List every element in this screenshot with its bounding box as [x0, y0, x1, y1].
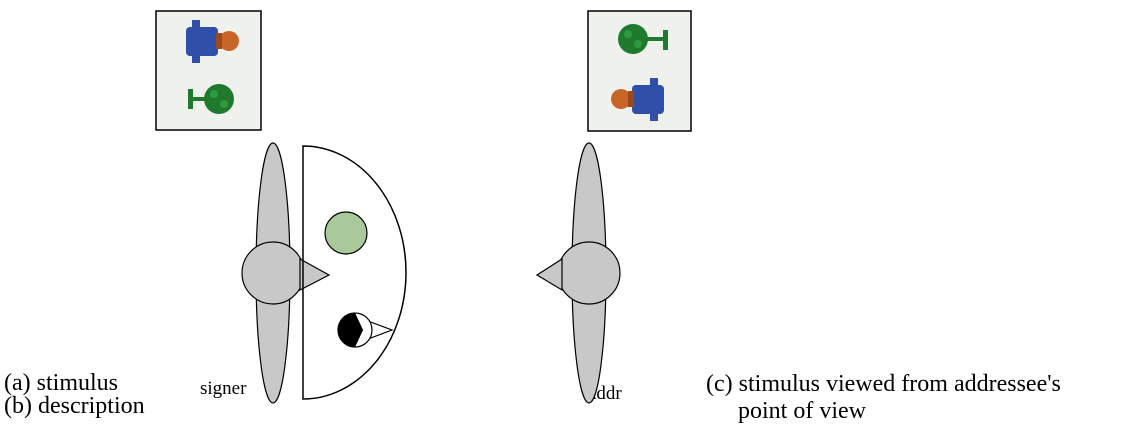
addressee-figure: [535, 142, 621, 404]
label-b-description: (b) description: [4, 393, 145, 419]
label-signer: signer: [200, 378, 247, 399]
stimulus-a-image: [155, 10, 262, 131]
signing-space: [302, 145, 407, 400]
stimulus-c-image: [587, 10, 692, 132]
tree-locus-circle: [324, 211, 368, 255]
tree-figure-c: [618, 24, 668, 54]
signer-figure: [241, 142, 331, 404]
man-locus-icon: [337, 312, 394, 348]
tree-figure-a: [188, 84, 234, 114]
label-a-stimulus: (a) stimulus: [4, 370, 118, 396]
man-figure-c: [611, 78, 664, 121]
label-c-line1: (c) stimulus viewed from addressee's: [706, 371, 1061, 397]
man-figure-a: [186, 20, 239, 63]
